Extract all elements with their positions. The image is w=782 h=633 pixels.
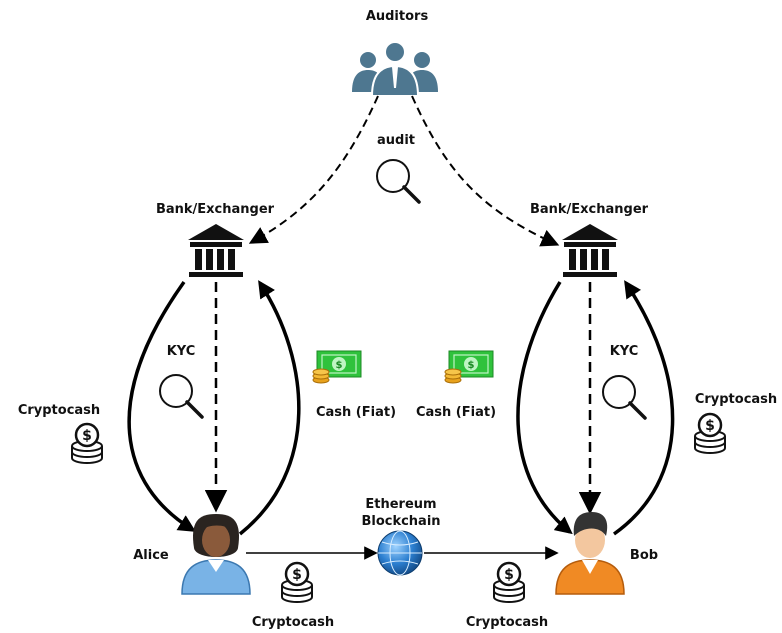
kyc-left-label: KYC bbox=[167, 344, 196, 359]
crypto-bottom-left-coins-icon bbox=[280, 561, 314, 604]
auditors-label: Auditors bbox=[366, 9, 429, 24]
crypto-bottom-left-label: Cryptocash bbox=[252, 615, 334, 630]
crypto-bottom-right-label: Cryptocash bbox=[466, 615, 548, 630]
crypto-bottom-right-coins-icon bbox=[492, 561, 526, 604]
blockchain-label-line2: Blockchain bbox=[361, 514, 440, 529]
crypto-right-label: Cryptocash bbox=[695, 392, 777, 407]
audit-magnifier-icon bbox=[375, 158, 421, 204]
bob-avatar-icon bbox=[555, 512, 625, 595]
globe-icon bbox=[377, 530, 423, 576]
cash-right-icon bbox=[444, 350, 494, 384]
crypto-left-coins-icon bbox=[70, 422, 104, 465]
cash-arrow-left bbox=[238, 280, 301, 536]
bank-left-icon bbox=[188, 224, 244, 277]
crypto-left-label: Cryptocash bbox=[18, 403, 100, 418]
cash-right-label: Cash (Fiat) bbox=[416, 405, 496, 420]
audit-label: audit bbox=[377, 133, 415, 148]
cash-arrow-right bbox=[516, 281, 573, 535]
audit-arrow-left bbox=[248, 95, 379, 244]
alice-label: Alice bbox=[133, 548, 169, 563]
bob-label: Bob bbox=[630, 548, 658, 563]
audit-arrow-right bbox=[411, 95, 560, 247]
bank-right-icon bbox=[562, 224, 618, 277]
bank-left-label: Bank/Exchanger bbox=[156, 202, 275, 217]
kyc-right-label: KYC bbox=[610, 344, 639, 359]
cash-left-icon bbox=[312, 350, 362, 384]
kyc-right-magnifier-icon bbox=[601, 374, 647, 420]
cash-left-label: Cash (Fiat) bbox=[316, 405, 396, 420]
crypto-right-coins-icon bbox=[693, 412, 727, 455]
kyc-left-magnifier-icon bbox=[158, 373, 204, 419]
crypto-arrow-left bbox=[127, 280, 196, 532]
blockchain-label-line1: Ethereum bbox=[365, 497, 436, 512]
crypto-arrow-right bbox=[612, 280, 675, 536]
alice-avatar-icon bbox=[181, 514, 251, 595]
auditors-icon bbox=[352, 41, 438, 97]
bank-right-label: Bank/Exchanger bbox=[530, 202, 649, 217]
